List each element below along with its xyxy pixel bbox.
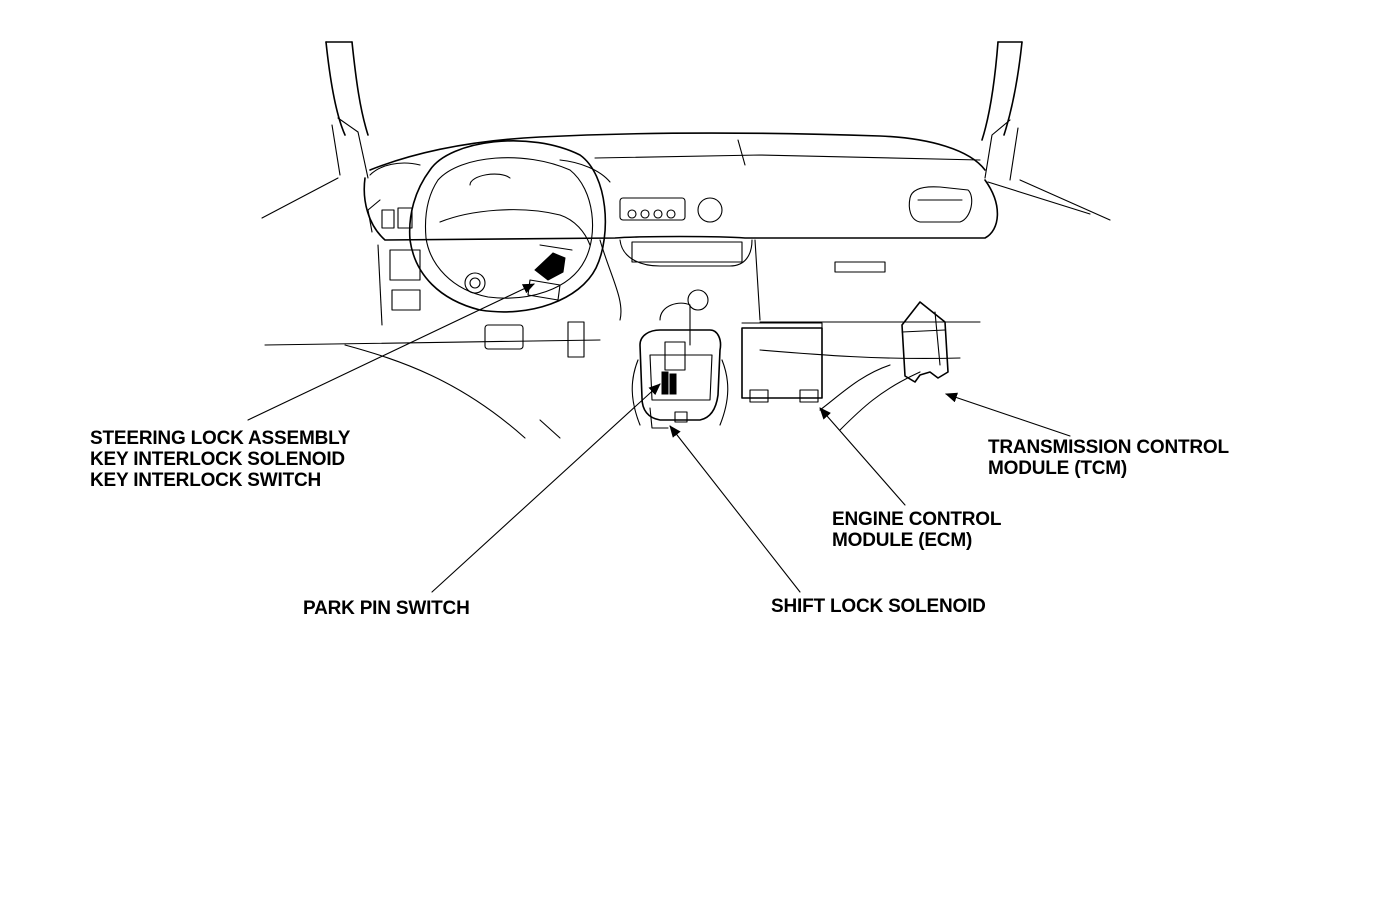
windshield-pillars	[261, 41, 1111, 221]
ecm-line1-text: ENGINE CONTROL	[832, 509, 1002, 530]
park-pin-switch-text: PARK PIN SWITCH	[303, 598, 470, 619]
park-pin-switch-label: PARK PIN SWITCH	[303, 598, 470, 619]
tcm-leader	[945, 392, 1071, 437]
steering-wheel	[369, 140, 611, 313]
leader-lines	[247, 283, 1071, 593]
tcm-line2-text: MODULE (TCM)	[988, 458, 1128, 479]
shifter-console	[631, 289, 729, 429]
steering-lock-leader	[247, 283, 535, 421]
tcm-line1-text: TRANSMISSION CONTROL	[988, 437, 1229, 458]
tcm-label: TRANSMISSION CONTROL MODULE (TCM)	[988, 437, 1229, 479]
shift-lock-solenoid-label: SHIFT LOCK SOLENOID	[771, 596, 986, 617]
key-interlock-switch-text: KEY INTERLOCK SWITCH	[90, 470, 322, 491]
shift-lock-solenoid-text: SHIFT LOCK SOLENOID	[771, 596, 986, 617]
park-pin-leader	[431, 383, 661, 593]
ecm-leader	[819, 407, 906, 506]
ecm-line2-text: MODULE (ECM)	[832, 530, 973, 551]
shift-lock-leader	[669, 425, 801, 593]
dashboard	[264, 132, 999, 439]
tcm-module-icon	[901, 301, 949, 383]
ecm-label: ENGINE CONTROL MODULE (ECM)	[832, 509, 1001, 551]
steering-lock-label: STEERING LOCK ASSEMBLY KEY INTERLOCK SOL…	[90, 428, 350, 491]
steering-lock-assembly-icon	[527, 244, 573, 301]
ecm-module-icon	[741, 322, 823, 403]
steering-lock-assembly-text: STEERING LOCK ASSEMBLY	[90, 428, 351, 449]
key-interlock-solenoid-text: KEY INTERLOCK SOLENOID	[90, 449, 345, 470]
